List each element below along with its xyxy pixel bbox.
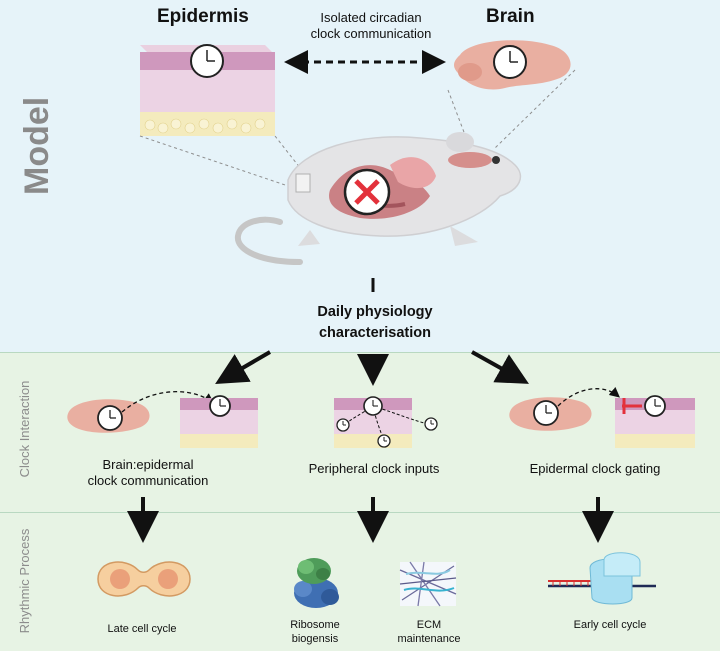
model-section-label: Model: [18, 96, 56, 195]
clock-icon: [533, 400, 559, 426]
daily-physiology-label: Daily physiology characterisation: [317, 304, 433, 341]
arrow: [215, 350, 272, 385]
brain-title: Brain: [486, 6, 535, 27]
clock-icon: [363, 396, 383, 416]
divider: [0, 352, 720, 353]
inhibition-mark: [622, 398, 642, 414]
skin-block-large: [140, 45, 275, 136]
early-cell-cycle-label: Early cell cycle: [573, 619, 647, 631]
clock-interaction-section-label: Clock Interaction: [17, 380, 32, 478]
late-cell-cycle-label: Late cell cycle: [107, 623, 177, 635]
clock-icon: [209, 395, 231, 417]
clock-icon: [377, 434, 391, 448]
clock-icon: [644, 395, 666, 417]
isolated-clock-label: Isolated circadian clock communication: [310, 10, 432, 41]
transcription-icon: [548, 552, 656, 605]
clock-icon: [424, 417, 438, 431]
epidermis-title: Epidermis: [157, 6, 249, 27]
ecm-label: ECM maintenance: [397, 619, 461, 645]
ecm-fibers-icon: [399, 561, 457, 607]
rhythmic-process-section-label: Rhythmic Process: [17, 528, 32, 634]
epidermal-gating-label: Epidermal clock gating: [529, 461, 661, 476]
ribosome-label: Ribosome biogensis: [290, 619, 340, 645]
dividing-cell-icon: [97, 561, 191, 597]
clock-icon: [493, 45, 527, 79]
arrow: [471, 350, 529, 384]
clock-icon: [97, 405, 123, 431]
clock-icon: [190, 44, 224, 78]
brain-epidermal-label: Brain:epidermal clock communication: [87, 457, 209, 488]
crossed-clock-icon: [343, 168, 391, 216]
ribosome-icon: [294, 558, 339, 608]
clock-icon: [336, 418, 350, 432]
peripheral-inputs-label: Peripheral clock inputs: [308, 461, 440, 476]
